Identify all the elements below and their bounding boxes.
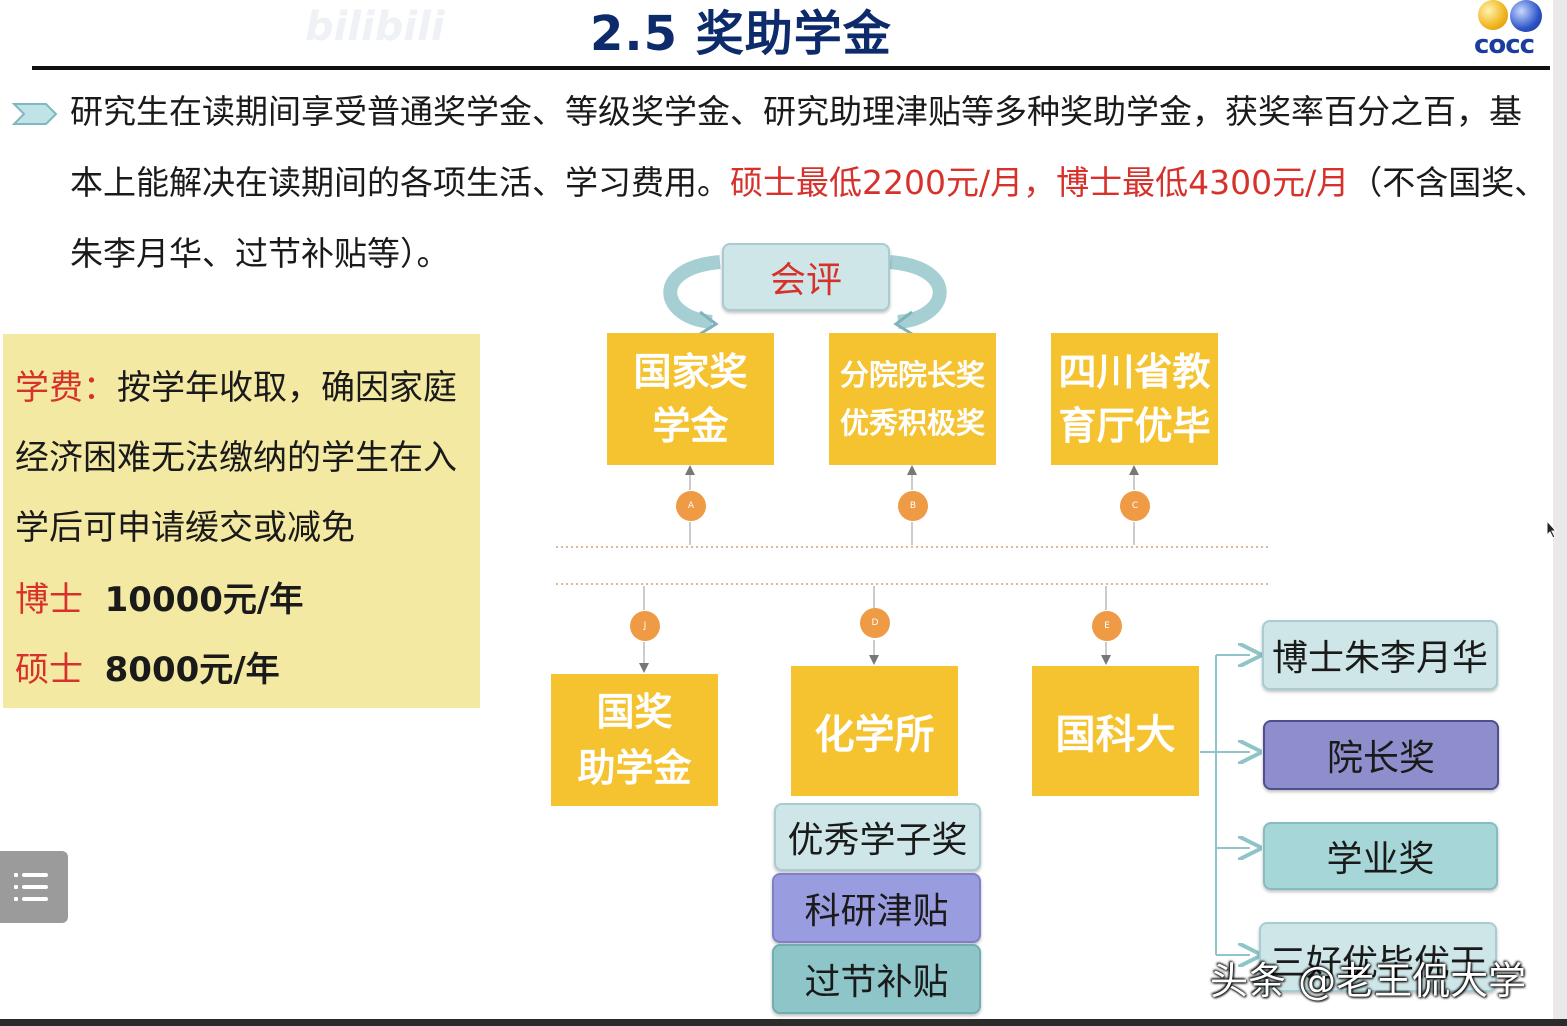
intro-line-2: 本上能解决在读期间的各项生活、学习费用。硕士最低2200元/月，博士最低4300…: [70, 163, 1547, 203]
national-grant-box: 国奖 助学金: [551, 674, 718, 806]
phd-fee-value: 10000元/年: [104, 580, 304, 620]
intro-line-1: 研究生在读期间享受普通奖学金、等级奖学金、研究助理津贴等多种奖助学金，获奖率百分…: [70, 92, 1522, 131]
tuition-line-2: 经济困难无法缴纳的学生在入: [15, 438, 457, 478]
mouse-cursor-icon: [1546, 520, 1558, 539]
intro-line-3: 朱李月华、过节补贴等）。: [70, 234, 450, 273]
ucas-box: 国科大: [1032, 666, 1199, 796]
master-label: 硕士: [15, 650, 83, 690]
menu-dot: [14, 873, 18, 877]
three-good-award: 三好优毕优干: [1259, 922, 1497, 992]
toutiao-watermark: 头条 @老王侃大学: [1210, 959, 1527, 1003]
research-allowance: 科研津贴: [772, 873, 981, 943]
node-c: C: [1120, 491, 1150, 521]
tuition-text-1: 按学年收取，确因家庭: [117, 368, 457, 408]
node-e: E: [1092, 611, 1122, 641]
sichuan-graduate-box: 四川省教 育厅优毕: [1051, 333, 1218, 465]
cocc-logo: cocc: [1474, 0, 1550, 62]
node-j: J: [630, 611, 660, 641]
title-underline: [32, 66, 1550, 70]
excellent-student-award: 优秀学子奖: [774, 803, 981, 871]
logo-text: cocc: [1474, 30, 1535, 60]
tuition-box: 学费：按学年收取，确因家庭 经济困难无法缴纳的学生在入 学后可申请缓交或减免 博…: [3, 334, 480, 708]
menu-line: [22, 873, 48, 877]
master-tuition: 硕士 8000元/年: [15, 642, 280, 691]
intro-line-2-text: 本上能解决在读期间的各项生活、学习费用。: [70, 163, 730, 202]
menu-dot: [14, 897, 18, 901]
tuition-label: 学费：: [15, 368, 117, 408]
node-d: D: [860, 608, 890, 638]
window-bottom-edge: [0, 1019, 1567, 1026]
national-scholarship-box: 国家奖 学金: [607, 333, 774, 465]
logo-blue-ball: [1510, 0, 1542, 32]
review-box: 会评: [722, 243, 890, 311]
master-fee-value: 8000元/年: [104, 650, 280, 690]
academic-award: 学业奖: [1263, 822, 1498, 890]
logo-yellow-ball: [1478, 0, 1508, 30]
menu-line: [22, 885, 48, 889]
holiday-subsidy: 过节补贴: [772, 944, 981, 1014]
node-b: B: [898, 491, 928, 521]
page-title: 2.5 奖助学金: [590, 6, 892, 62]
menu-line: [22, 897, 48, 901]
president-award: 院长奖: [1263, 720, 1499, 790]
window-edge: [1553, 0, 1567, 1026]
node-a: A: [676, 491, 706, 521]
phd-label: 博士: [15, 580, 83, 620]
phd-tuition: 博士 10000元/年: [15, 572, 303, 621]
bilibili-watermark: bilibili: [305, 4, 445, 50]
phd-zhuli-yuehua-award: 博士朱李月华: [1262, 620, 1498, 690]
chemistry-institute-box: 化学所: [791, 666, 958, 796]
menu-dot: [14, 885, 18, 889]
menu-list-icon[interactable]: [0, 851, 68, 923]
chevron-arrow-icon: [12, 103, 58, 125]
tuition-line-1: 学费：按学年收取，确因家庭: [15, 360, 457, 409]
three-good-award-label: 三好优毕优干: [1269, 943, 1486, 984]
stipend-highlight: 硕士最低2200元/月，博士最低4300元/月: [730, 163, 1350, 202]
tuition-line-3: 学后可申请缓交或减免: [15, 508, 355, 548]
dean-award-box: 分院院长奖 优秀积极奖: [829, 333, 996, 465]
intro-line-2-tail: （不含国奖、: [1349, 163, 1548, 202]
